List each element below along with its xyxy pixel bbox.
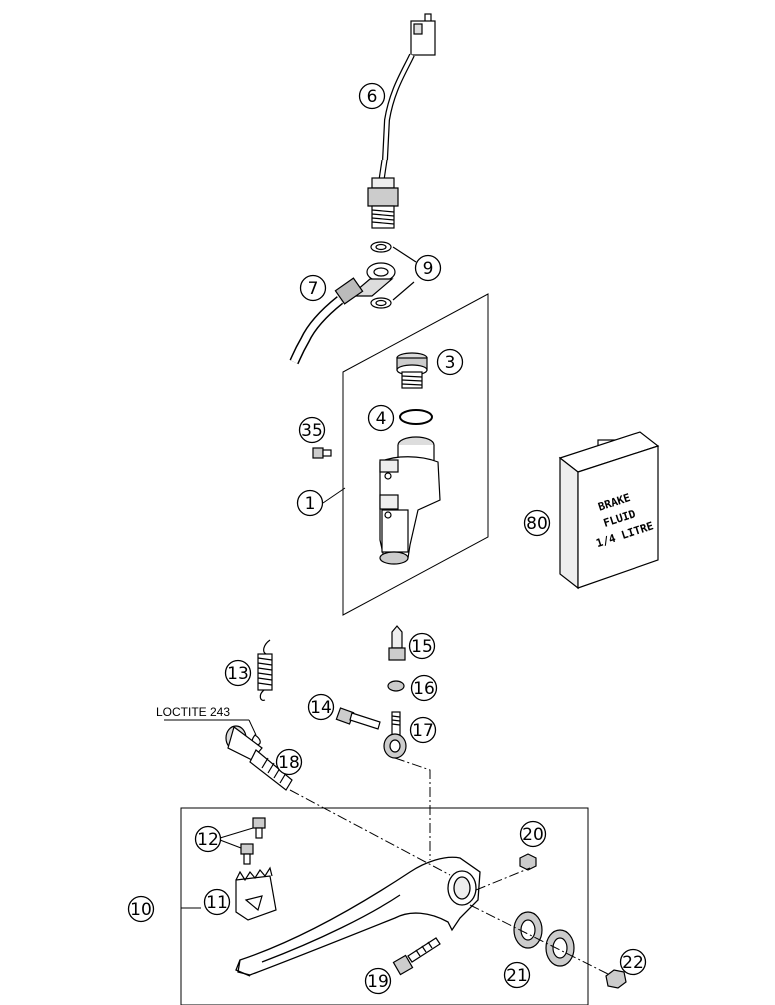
master-cylinder	[379, 436, 441, 565]
mounting-screw	[312, 447, 332, 459]
callout-22: 22	[619, 948, 647, 976]
svg-text:20: 20	[522, 825, 544, 845]
assembly-lines	[289, 757, 611, 976]
svg-text:11: 11	[206, 893, 228, 913]
lock-nut	[387, 680, 405, 692]
svg-text:19: 19	[367, 972, 389, 992]
callout-12: 12	[194, 825, 222, 853]
callout-4: 4	[367, 404, 395, 432]
master-cylinder-frame	[342, 293, 489, 616]
svg-text:13: 13	[227, 664, 249, 684]
svg-text:9: 9	[423, 259, 434, 279]
callout-15: 15	[408, 632, 436, 660]
callout-18: 18	[275, 748, 303, 776]
bottom-bolt	[392, 937, 441, 976]
svg-text:1: 1	[305, 494, 316, 514]
pivot-screw	[335, 707, 381, 730]
return-spring	[257, 639, 273, 701]
brake-light-switch	[367, 13, 436, 229]
callout-9: 9	[414, 254, 442, 282]
svg-text:17: 17	[412, 721, 434, 741]
rod-clevis	[383, 711, 407, 759]
step-plate-screws	[240, 817, 266, 865]
push-rod-end	[388, 625, 406, 661]
callout-20: 20	[519, 820, 547, 848]
svg-text:21: 21	[506, 966, 528, 986]
svg-text:80: 80	[526, 514, 548, 534]
callout-11: 11	[203, 888, 231, 916]
callout-13: 13	[224, 659, 252, 687]
callout-6: 6	[358, 82, 386, 110]
svg-text:14: 14	[310, 698, 332, 718]
reservoir-fitting	[396, 352, 428, 389]
svg-text:10: 10	[130, 900, 152, 920]
callout-16: 16	[410, 674, 438, 702]
callout-17: 17	[409, 716, 437, 744]
callout-80: 80	[523, 509, 551, 537]
callout-21: 21	[503, 961, 531, 989]
o-ring	[399, 409, 433, 425]
svg-text:15: 15	[411, 637, 433, 657]
leader-lines	[164, 487, 346, 909]
svg-text:35: 35	[301, 421, 323, 441]
sealing-washers	[370, 241, 417, 309]
svg-text:6: 6	[367, 87, 378, 107]
brake-hose	[289, 262, 396, 365]
svg-text:18: 18	[278, 753, 300, 773]
callout-35: 35	[298, 416, 326, 444]
svg-text:7: 7	[308, 279, 319, 299]
brake-pedal-frame	[180, 807, 589, 1005]
svg-text:16: 16	[413, 679, 435, 699]
callout-3: 3	[436, 348, 464, 376]
nut-20	[519, 853, 537, 871]
callout-1: 1	[296, 489, 324, 517]
brake-fluid-jug	[558, 431, 660, 590]
loctite-label: LOCTITE 243	[156, 705, 230, 719]
pedal-bolt	[225, 725, 293, 791]
callout-19: 19	[364, 967, 392, 995]
brake-pedal	[235, 856, 481, 977]
step-plate	[235, 866, 277, 921]
svg-text:3: 3	[445, 353, 456, 373]
svg-text:22: 22	[622, 953, 644, 973]
svg-text:4: 4	[376, 409, 387, 429]
bearings	[513, 911, 575, 967]
callout-14: 14	[307, 693, 335, 721]
callout-7: 7	[299, 274, 327, 302]
svg-text:12: 12	[197, 830, 219, 850]
callout-10: 10	[127, 895, 155, 923]
nut-22	[605, 969, 627, 989]
